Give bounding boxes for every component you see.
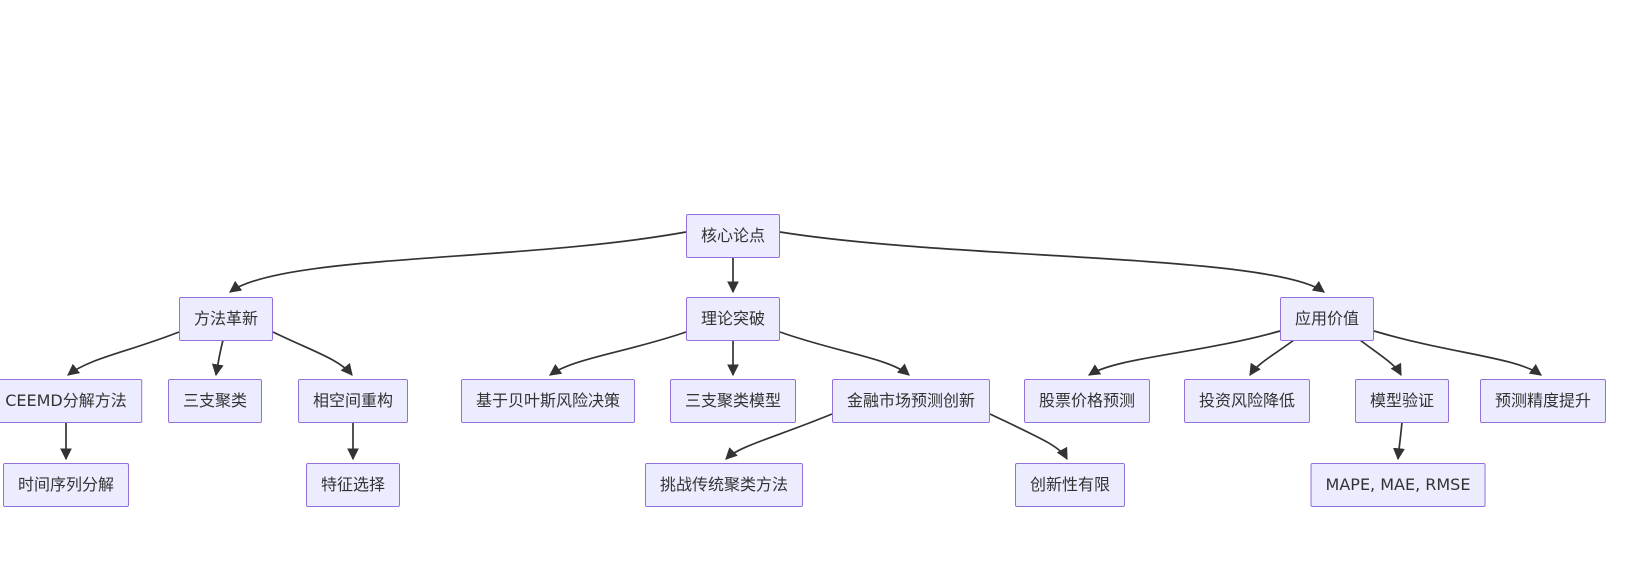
- node-challenge-traditional-clustering: 挑战传统聚类方法: [644, 463, 804, 507]
- edge-financial-market-forecast-innovation-to-challenge-traditional-clustering: [725, 413, 833, 460]
- node-method-innovation: 方法革新: [178, 297, 274, 341]
- node-investment-risk-reduction: 投资风险降低: [1183, 379, 1311, 423]
- node-time-series-decomposition: 时间序列分解: [2, 463, 130, 507]
- node-core-thesis: 核心论点: [685, 214, 781, 258]
- edge-application-value-to-investment-risk-reduction: [1249, 339, 1295, 377]
- edge-theory-breakthrough-to-bayesian-risk-decision: [549, 331, 687, 376]
- node-three-way-clustering-model: 三支聚类模型: [669, 379, 797, 423]
- node-mape-mae-rmse: MAPE, MAE, RMSE: [1310, 463, 1486, 507]
- node-theory-breakthrough: 理论突破: [685, 297, 781, 341]
- node-ceemd-decomposition: CEEMD分解方法: [0, 379, 142, 423]
- node-model-validation: 模型验证: [1354, 379, 1450, 423]
- edge-core-thesis-to-application-value: [779, 231, 1325, 293]
- edge-method-innovation-to-ceemd-decomposition: [67, 331, 180, 376]
- node-stock-price-prediction: 股票价格预测: [1023, 379, 1151, 423]
- edge-model-validation-to-mape-mae-rmse: [1393, 421, 1405, 461]
- edge-application-value-to-prediction-accuracy-improvement: [1373, 330, 1542, 376]
- node-feature-selection: 特征选择: [305, 463, 401, 507]
- edge-core-thesis-to-method-innovation: [229, 231, 687, 293]
- edge-financial-market-forecast-innovation-to-limited-innovation: [989, 413, 1068, 461]
- edge-application-value-to-model-validation: [1359, 339, 1402, 377]
- node-phase-space-reconstruction: 相空间重构: [297, 379, 409, 423]
- node-financial-market-forecast-innovation: 金融市场预测创新: [831, 379, 991, 423]
- node-three-way-clustering: 三支聚类: [167, 379, 263, 423]
- node-application-value: 应用价值: [1279, 297, 1375, 341]
- edge-method-innovation-to-phase-space-reconstruction: [272, 331, 353, 376]
- edge-theory-breakthrough-to-financial-market-forecast-innovation: [779, 331, 910, 376]
- edge-application-value-to-stock-price-prediction: [1087, 330, 1281, 376]
- node-prediction-accuracy-improvement: 预测精度提升: [1479, 379, 1607, 423]
- edge-method-innovation-to-three-way-clustering: [211, 339, 224, 377]
- node-limited-innovation: 创新性有限: [1014, 463, 1126, 507]
- node-bayesian-risk-decision: 基于贝叶斯风险决策: [460, 379, 636, 423]
